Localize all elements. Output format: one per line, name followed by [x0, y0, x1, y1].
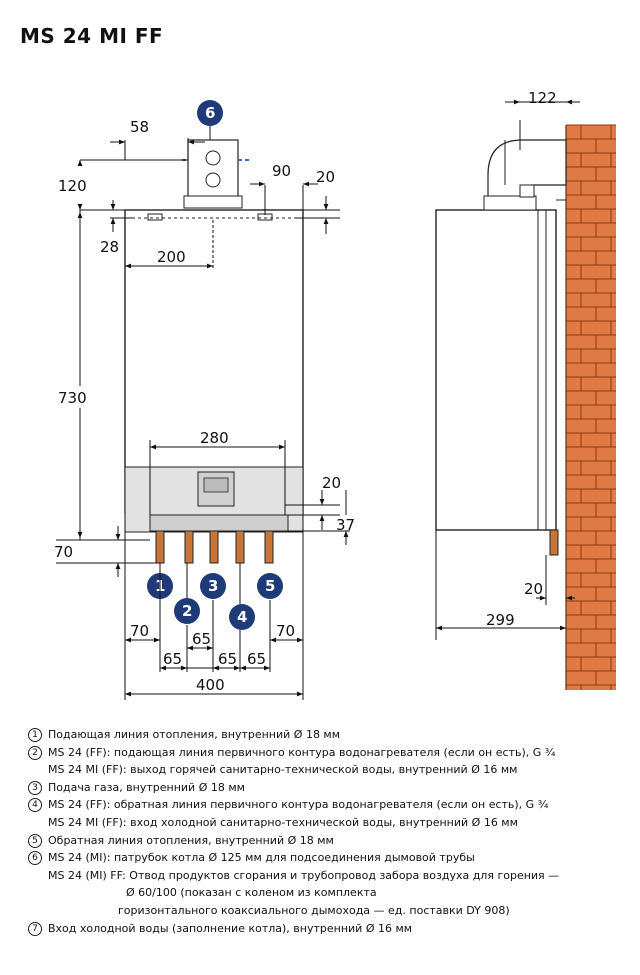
- svg-text:4: 4: [237, 608, 247, 626]
- legend-item-6: 6 MS 24 (MI): патрубок котла Ø 125 мм дл…: [28, 849, 628, 867]
- legend-text: Вход холодной воды (заполнение котла), в…: [48, 921, 413, 935]
- dim-37: 37: [336, 516, 355, 534]
- legend-number: 4: [28, 798, 42, 813]
- brick-wall: [565, 124, 616, 690]
- svg-text:3: 3: [208, 577, 218, 595]
- dim-65-c: 65: [218, 650, 237, 668]
- legend-text: MS 24 MI (FF): вход холодной санитарно-т…: [48, 815, 518, 829]
- callout-2: 2: [174, 563, 200, 624]
- legend-item-6b: MS 24 (MI) FF: Отвод продуктов сгорания …: [28, 867, 628, 885]
- callout-4: 4: [229, 563, 255, 630]
- legend-item-5: 5 Обратная линия отопления, внутренний Ø…: [28, 832, 628, 850]
- callout-6: 6: [197, 100, 223, 140]
- bottom-dimensions: 70 65 70 65 65 65 400: [124, 513, 304, 700]
- legend-text: Обратная линия отопления, внутренний Ø 1…: [48, 833, 334, 847]
- legend-number: 1: [28, 728, 42, 742]
- legend-item-1: 1 Подающая линия отопления, внутренний Ø…: [28, 726, 628, 744]
- legend-number: 3: [28, 780, 42, 795]
- legend-item-4b: MS 24 MI (FF): вход холодной санитарно-т…: [28, 814, 628, 832]
- dim-120: 120: [58, 177, 87, 195]
- dim-280: 280: [200, 429, 229, 447]
- page-title: MS 24 MI FF: [20, 24, 164, 48]
- dim-70-a: 70: [130, 622, 149, 640]
- pipe-stubs: [155, 530, 274, 564]
- dim-20-right: 20: [322, 474, 341, 492]
- dim-58: 58: [130, 118, 149, 136]
- legend-number: 7: [28, 921, 42, 936]
- svg-text:6: 6: [205, 104, 215, 122]
- dim-70-left: 70: [54, 543, 73, 561]
- svg-text:2: 2: [182, 602, 192, 620]
- legend-text: Ø 60/100 (показан с коленом из комплекта: [126, 886, 377, 900]
- front-view: 58 120 28 200 90 20: [54, 100, 355, 700]
- dim-299: 299: [486, 611, 515, 629]
- legend-text: Подающая линия отопления, внутренний Ø 1…: [48, 728, 341, 741]
- legend-text: MS 24 (FF): обратная линия первичного ко…: [48, 798, 549, 812]
- legend-text: Подача газа, внутренний Ø 18 мм: [48, 780, 245, 794]
- legend-text: MS 24 (MI) FF: Отвод продуктов сгорания …: [48, 868, 560, 882]
- boiler-body-front: [124, 209, 304, 514]
- legend-text: горизонтального коаксиального дымохода —…: [118, 903, 510, 917]
- legend-item-2: 2 MS 24 (FF): подающая линия первичного …: [28, 744, 628, 762]
- dim-730: 730: [58, 389, 87, 407]
- dim-65-b: 65: [163, 650, 182, 668]
- callout-3: 3: [200, 573, 226, 599]
- legend: 1 Подающая линия отопления, внутренний Ø…: [28, 726, 628, 937]
- callout-5: 5: [257, 573, 283, 599]
- dim-20-top: 20: [316, 168, 335, 186]
- side-view: 122 20 299: [435, 89, 616, 690]
- legend-text: MS 24 (FF): подающая линия первичного ко…: [48, 745, 556, 759]
- dim-28: 28: [100, 238, 119, 256]
- legend-number: 5: [28, 833, 42, 848]
- legend-item-6d: горизонтального коаксиального дымохода —…: [28, 902, 628, 920]
- legend-text: MS 24 MI (FF): выход горячей санитарно-т…: [48, 763, 518, 777]
- dim-400: 400: [196, 676, 225, 694]
- legend-text: MS 24 (MI): патрубок котла Ø 125 мм для …: [48, 851, 475, 865]
- dimension-drawing: 58 120 28 200 90 20: [54, 89, 616, 700]
- dim-122: 122: [528, 89, 557, 107]
- legend-item-7: 7 Вход холодной воды (заполнение котла),…: [28, 920, 628, 938]
- dim-20-side: 20: [524, 580, 543, 598]
- dim-90: 90: [272, 162, 291, 180]
- legend-item-6c: Ø 60/100 (показан с коленом из комплекта: [28, 884, 628, 902]
- legend-number: 2: [28, 745, 42, 760]
- legend-item-4: 4 MS 24 (FF): обратная линия первичного …: [28, 796, 628, 814]
- svg-text:5: 5: [265, 577, 275, 595]
- legend-item-2b: MS 24 MI (FF): выход горячей санитарно-т…: [28, 761, 628, 779]
- legend-number: 6: [28, 851, 42, 866]
- legend-item-3: 3 Подача газа, внутренний Ø 18 мм: [28, 779, 628, 797]
- dim-70-b: 70: [276, 622, 295, 640]
- dim-65-d: 65: [247, 650, 266, 668]
- dim-65-a: 65: [192, 630, 211, 648]
- dim-200: 200: [157, 248, 186, 266]
